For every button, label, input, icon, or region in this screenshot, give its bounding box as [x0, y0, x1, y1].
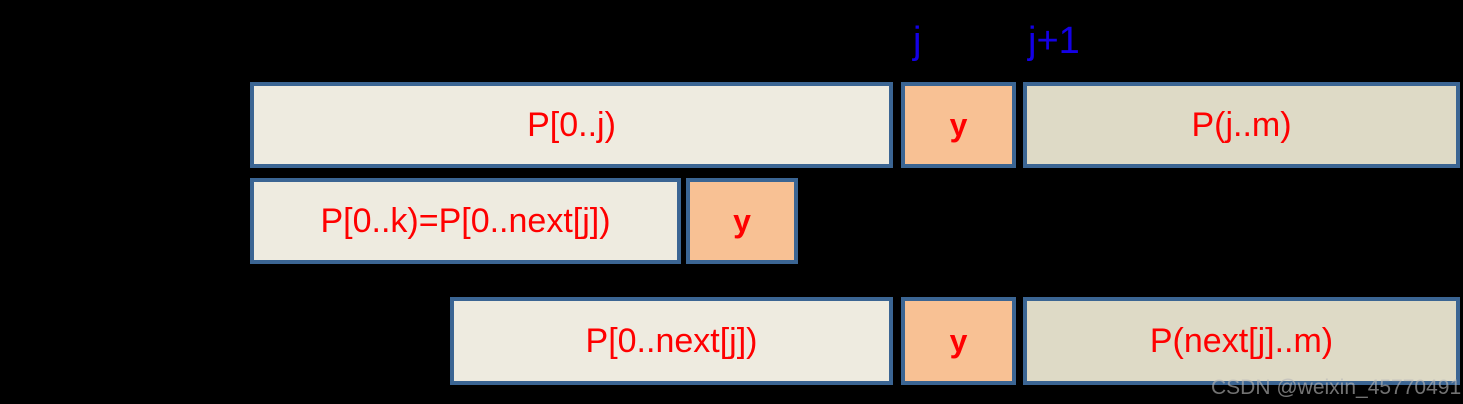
- segment-suffix-next-m: P(next[j]..m): [1023, 297, 1460, 385]
- segment-prefix-0-j: P[0..j): [250, 82, 893, 168]
- watermark-text: CSDN @weixin_45770491: [1211, 376, 1462, 399]
- segment-char-y-row3: y: [901, 297, 1016, 385]
- segment-prefix-0-next: P[0..next[j]): [450, 297, 893, 385]
- segment-char-y-row1: y: [901, 82, 1016, 168]
- segment-prefix-0-k-equals-next: P[0..k)=P[0..next[j]): [250, 178, 681, 264]
- segment-char-y-row2: y: [686, 178, 798, 264]
- index-label-j: j: [913, 20, 922, 62]
- index-label-j-plus-1: j+1: [1028, 20, 1080, 62]
- segment-suffix-j-m: P(j..m): [1023, 82, 1460, 168]
